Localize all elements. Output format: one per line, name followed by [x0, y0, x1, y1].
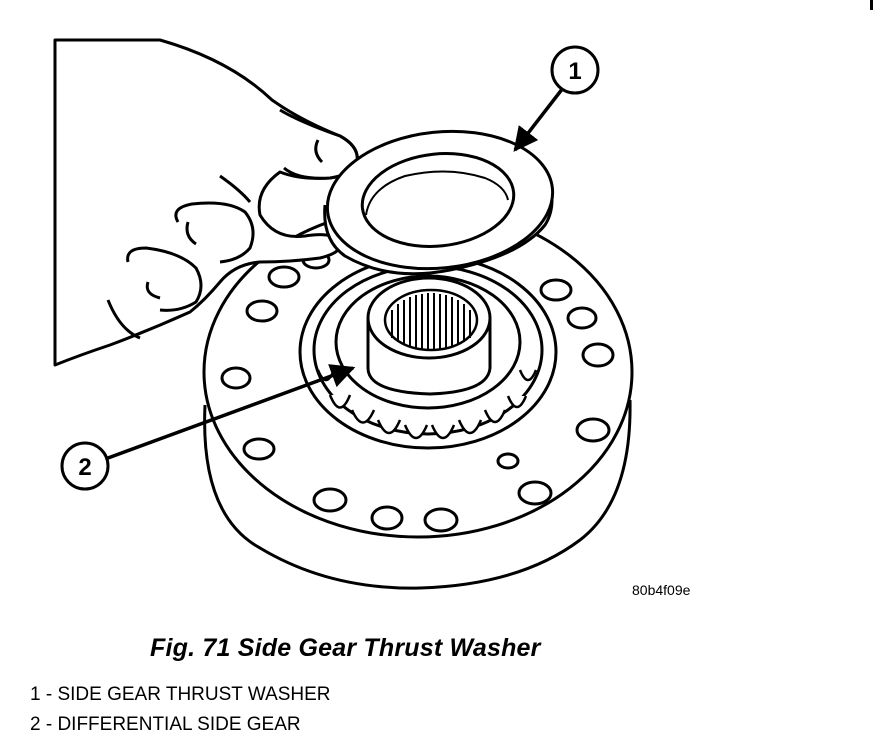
callout-1-number: 1 — [568, 58, 581, 85]
technical-illustration: 1 2 — [53, 38, 634, 590]
figure-caption: Fig. 71 Side Gear Thrust Washer — [150, 634, 541, 662]
differential-side-gear — [298, 254, 558, 450]
callout-1: 1 — [513, 45, 600, 152]
figure-legend: 1 - SIDE GEAR THRUST WASHER 2 - DIFFEREN… — [30, 680, 331, 740]
side-gear-thrust-washer — [323, 129, 555, 276]
legend-item-2: 2 - DIFFERENTIAL SIDE GEAR — [30, 714, 301, 735]
flange-bolt-holes — [220, 250, 615, 533]
hand-illustration — [53, 38, 359, 367]
drawing-code: 80b4f09e — [632, 582, 691, 598]
callout-2-number: 2 — [78, 454, 91, 481]
callout-2: 2 — [60, 364, 356, 491]
page-edge-mark — [870, 0, 873, 10]
legend-item-1: 1 - SIDE GEAR THRUST WASHER — [30, 684, 331, 705]
